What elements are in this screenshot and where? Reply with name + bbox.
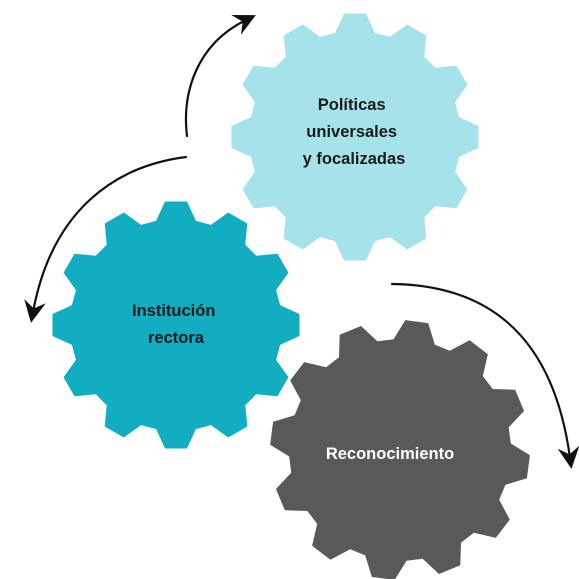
label-policies: Políticas universales y focalizadas (303, 96, 406, 168)
label-recognition: Reconocimiento (326, 445, 454, 463)
label-institution: Institución rectora (132, 302, 220, 347)
gear-policies (231, 13, 479, 261)
label-institution-line-2: rectora (148, 329, 205, 347)
label-policies-line-1: Políticas (318, 96, 386, 114)
cycle-arrow-left (24, 155, 188, 323)
label-policies-line-3: y focalizadas (303, 150, 406, 168)
gear-institution (52, 201, 300, 449)
label-institution-line-1: Institución (132, 302, 215, 320)
cycle-arrow-top (184, 14, 256, 138)
label-policies-line-2: universales (306, 123, 397, 141)
gear-recognition (270, 320, 530, 579)
label-recognition-line-1: Reconocimiento (326, 445, 454, 463)
cycle-arrow-right (390, 282, 579, 469)
